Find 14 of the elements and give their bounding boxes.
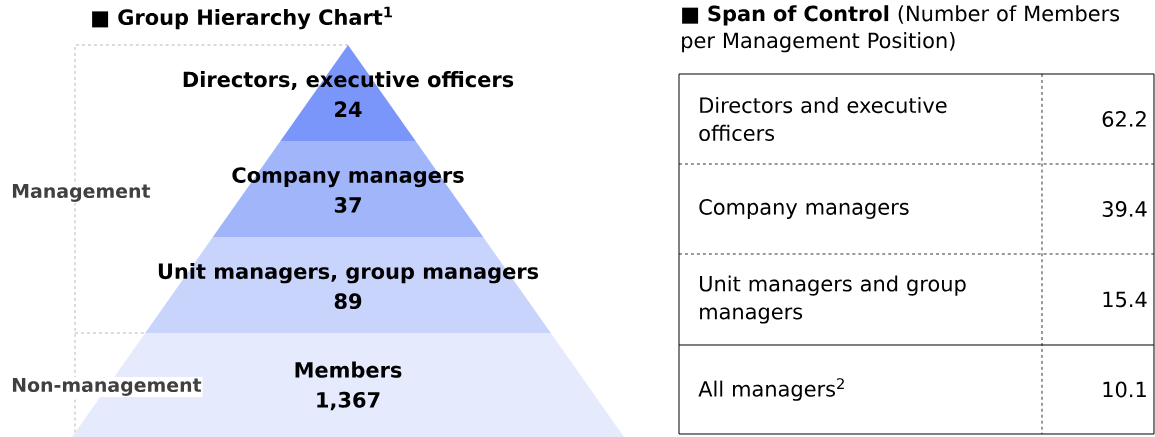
table-cell: All managers$^{2}$: [698, 378, 844, 401]
group-label: Management: [10, 183, 152, 203]
table-cell: 62.2: [1102, 111, 1146, 127]
table-cell: Directors and executive officers: [699, 96, 947, 142]
table-cell: 39.4: [1102, 201, 1147, 217]
pyramid-band: Unit managers, group managers 89: [145, 237, 551, 333]
pyramid-band: Company managers 37: [212, 141, 484, 237]
table-title: ■ Span of Control (Number of Members per Management Position): [682, 5, 1120, 53]
table-cell: Unit managers and group managers: [700, 275, 966, 324]
table-cell: 10.1: [1103, 381, 1146, 398]
group-label: Non-management: [10, 377, 203, 397]
pyramid-band: Directors, executive officers 24: [183, 45, 514, 141]
table-cell: Company managers: [699, 199, 909, 219]
table-cell: 15.4: [1103, 291, 1147, 308]
